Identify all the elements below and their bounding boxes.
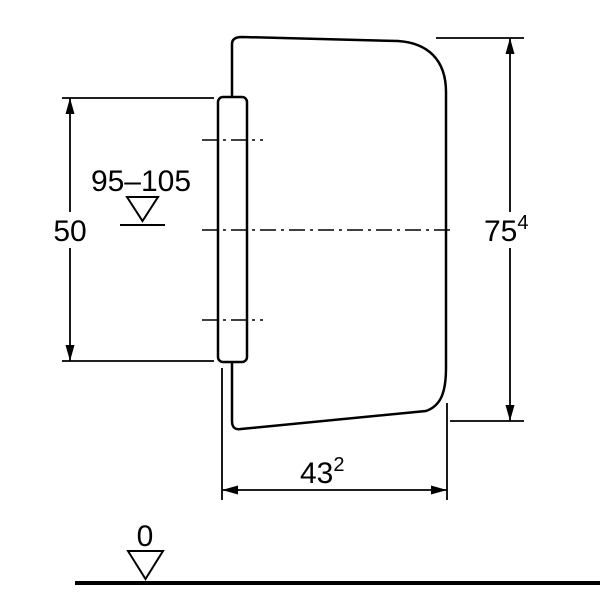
fixture-outline bbox=[230, 35, 448, 431]
floor-datum-triangle-icon bbox=[126, 550, 165, 581]
dim-75-value: 75 bbox=[484, 215, 517, 248]
dimension-depth: 432 bbox=[221, 368, 448, 500]
dim-75-arrow-down-icon bbox=[505, 405, 515, 421]
dim-43-label: 432 bbox=[300, 454, 345, 490]
dim-75-label: 754 bbox=[484, 212, 529, 248]
dimension-overall-height: 754 bbox=[436, 37, 529, 422]
dim-43-arrow-left-icon bbox=[222, 485, 238, 495]
level-triangle-icon bbox=[125, 196, 160, 223]
dim-75-arrow-up-icon bbox=[505, 38, 515, 54]
dim-50-label: 50 bbox=[53, 215, 86, 248]
floor-datum: 0 bbox=[75, 520, 600, 585]
inlet-level-indicator: 95–105 bbox=[91, 165, 191, 226]
dim-50-arrow-up-icon bbox=[65, 98, 75, 114]
dim-43-value: 43 bbox=[300, 457, 333, 490]
dim-50-arrow-down-icon bbox=[65, 345, 75, 361]
dimension-rail-height: 50 bbox=[53, 97, 214, 362]
inlet-level-label: 95–105 bbox=[91, 165, 191, 198]
floor-datum-label: 0 bbox=[137, 520, 154, 553]
dim-75-footnote: 4 bbox=[517, 212, 528, 234]
dim-43-footnote: 2 bbox=[333, 454, 344, 476]
dim-43-arrow-right-icon bbox=[431, 485, 447, 495]
